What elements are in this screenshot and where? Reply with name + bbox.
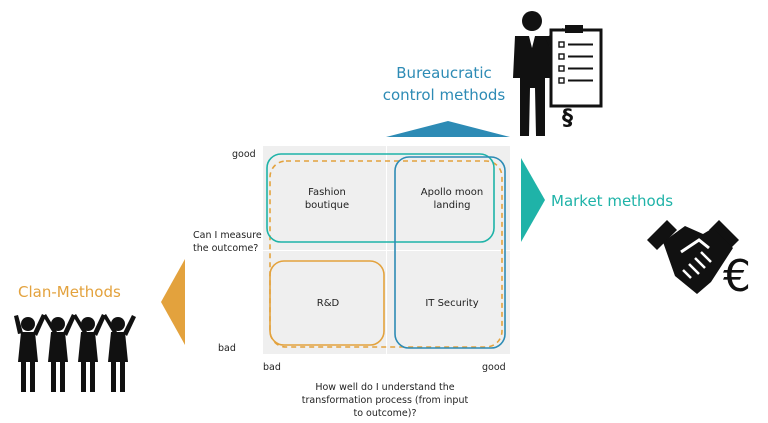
- quadrant-bottom-left: R&D: [316, 298, 340, 309]
- y-axis-bottom-label: bad: [218, 343, 236, 354]
- handshake-euro-icon: €: [645, 212, 765, 317]
- quadrant-top-left: Fashion boutique: [304, 187, 350, 211]
- clan-arrow: [161, 259, 185, 345]
- x-axis-left-label: bad: [263, 362, 281, 373]
- quadrant-top-right: Apollo moon landing: [420, 187, 484, 211]
- bureaucratic-right-column: [394, 156, 506, 349]
- bureaucratic-methods-label: Bureaucratic control methods: [382, 64, 506, 104]
- x-axis-right-label: good: [482, 362, 506, 373]
- bureaucratic-arrow: [386, 121, 510, 137]
- section-symbol-icon: §: [562, 106, 573, 131]
- people-holding-hands-icon: [14, 312, 136, 394]
- clan-dashed-region: [269, 160, 503, 348]
- market-methods-label: Market methods: [551, 192, 674, 210]
- x-axis-question: How well do I understand the transformat…: [301, 382, 469, 419]
- market-top-band: [266, 153, 495, 243]
- matrix-divider-horizontal: [263, 250, 510, 251]
- clan-methods-label: Clan-Methods: [18, 283, 121, 301]
- y-axis-top-label: good: [232, 149, 256, 160]
- y-axis-question: Can I measure the outcome?: [193, 230, 262, 254]
- euro-symbol-icon: €: [723, 251, 751, 302]
- person-with-clipboard-icon: §: [505, 8, 605, 138]
- clan-bottom-left-box: [269, 260, 385, 346]
- market-arrow: [521, 158, 545, 242]
- quadrant-bottom-right: IT Security: [425, 298, 479, 309]
